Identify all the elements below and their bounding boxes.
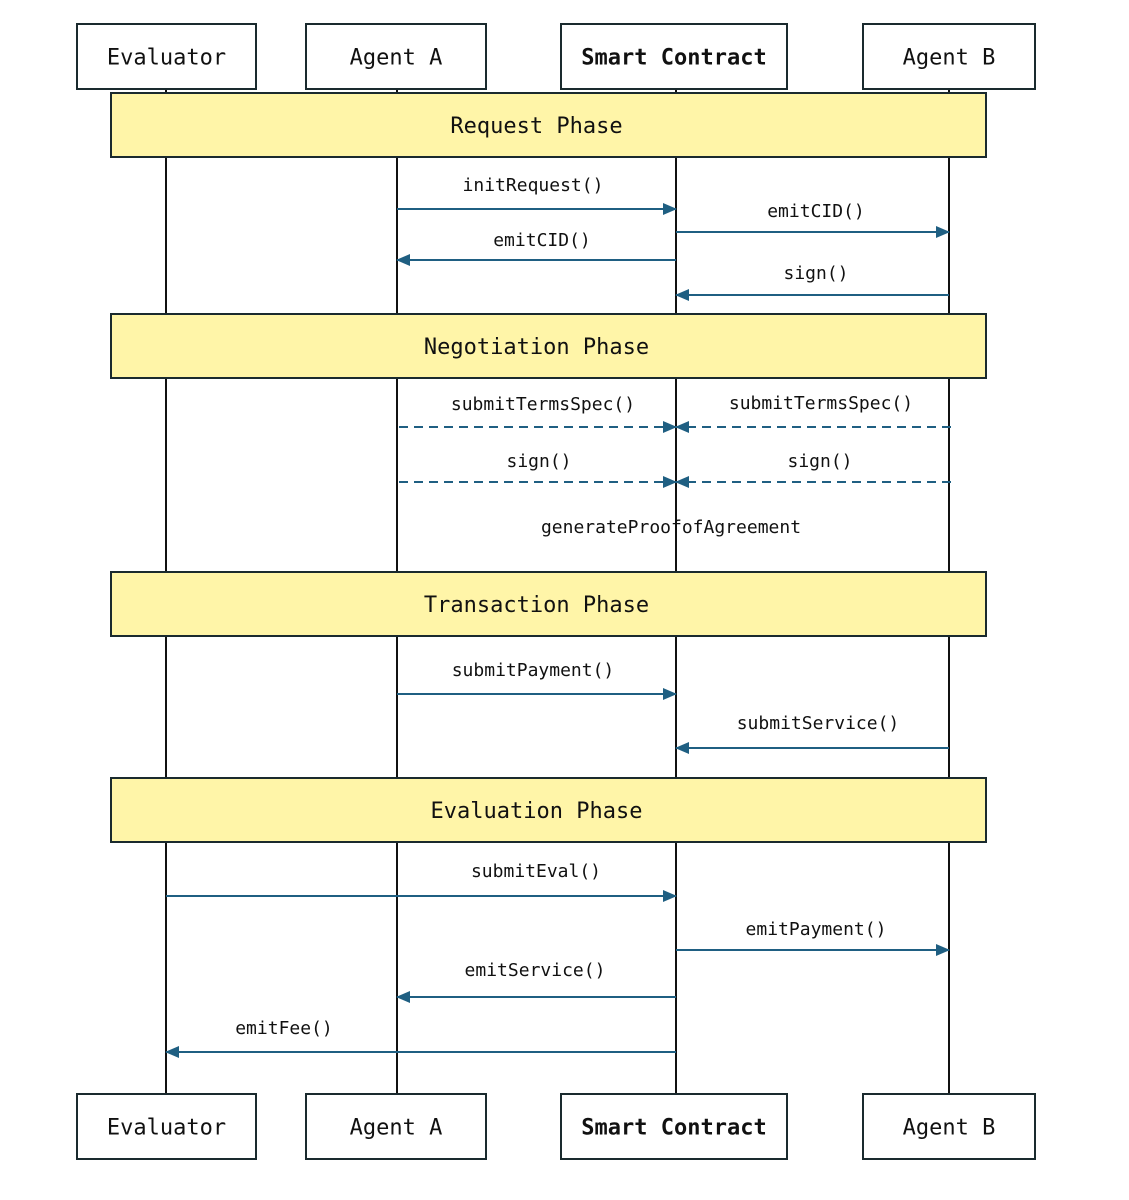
actor-box: [560, 1093, 788, 1160]
phase-label: Transaction Phase: [424, 593, 649, 618]
message-m12: emitPayment(): [676, 919, 950, 956]
message-label: emitService(): [465, 960, 606, 981]
message-label: submitTermsSpec(): [451, 394, 635, 415]
message-m13: emitService(): [396, 960, 676, 1003]
actor-label: Agent B: [903, 46, 996, 71]
message-label: sign(): [783, 263, 848, 284]
message-m14: emitFee(): [165, 1018, 676, 1058]
actor-agent-a-top: Agent A: [305, 23, 487, 90]
phase-negotiation: Negotiation Phase: [110, 313, 987, 379]
message-label: submitTermsSpec(): [729, 393, 913, 414]
message-m6: submitTermsSpec(): [675, 393, 951, 433]
actor-agent-a-bottom: Agent A: [305, 1093, 487, 1160]
phase-transaction: Transaction Phase: [110, 571, 987, 637]
actor-label: Agent A: [350, 46, 443, 71]
message-label: sign(): [787, 451, 852, 472]
message-label: submitService(): [737, 713, 900, 734]
phase-request: Request Phase: [110, 92, 987, 158]
message-m2: emitCID(): [676, 201, 950, 238]
phase-box: [110, 571, 987, 637]
phase-label: Negotiation Phase: [424, 335, 649, 360]
message-label: sign(): [506, 451, 571, 472]
message-m4: sign(): [675, 263, 949, 301]
actor-contract-bottom: Smart Contract: [560, 1093, 788, 1160]
actor-label: Smart Contract: [581, 1116, 766, 1141]
note-n1: generateProofofAgreement: [541, 517, 801, 538]
message-m8: sign(): [675, 451, 951, 488]
message-m5: submitTermsSpec(): [399, 394, 677, 433]
actor-label: Evaluator: [107, 46, 226, 71]
actor-contract-top: Smart Contract: [560, 23, 788, 90]
actor-box: [305, 23, 487, 90]
message-label: emitCID(): [493, 230, 591, 251]
message-label: emitCID(): [767, 201, 865, 222]
message-label: emitPayment(): [746, 919, 887, 940]
message-label: submitEval(): [471, 861, 601, 882]
actor-box: [76, 1093, 257, 1160]
actor-agent-b-top: Agent B: [862, 23, 1036, 90]
actor-evaluator-bottom: Evaluator: [76, 1093, 257, 1160]
actor-agent-b-bottom: Agent B: [862, 1093, 1036, 1160]
actor-label: Smart Contract: [581, 46, 766, 71]
actor-box: [560, 23, 788, 90]
message-label: submitPayment(): [452, 660, 615, 681]
actor-label: Evaluator: [107, 1116, 226, 1141]
message-m7: sign(): [399, 451, 677, 488]
message-m3: emitCID(): [396, 230, 676, 266]
actor-box: [862, 23, 1036, 90]
phase-label: Request Phase: [450, 114, 622, 139]
actor-evaluator-top: Evaluator: [76, 23, 257, 90]
actor-box: [305, 1093, 487, 1160]
actor-box: [862, 1093, 1036, 1160]
message-label: initRequest(): [463, 175, 604, 196]
actor-label: Agent A: [350, 1116, 443, 1141]
actor-label: Agent B: [903, 1116, 996, 1141]
phase-box: [110, 92, 987, 158]
phase-evaluation: Evaluation Phase: [110, 777, 987, 843]
message-m11: submitEval(): [166, 861, 677, 902]
message-m1: initRequest(): [397, 175, 677, 215]
phase-box: [110, 313, 987, 379]
actor-box: [76, 23, 257, 90]
message-m9: submitPayment(): [397, 660, 677, 700]
phase-label: Evaluation Phase: [431, 799, 643, 824]
phase-box: [110, 777, 987, 843]
message-m10: submitService(): [675, 713, 949, 754]
message-label: emitFee(): [235, 1018, 333, 1039]
